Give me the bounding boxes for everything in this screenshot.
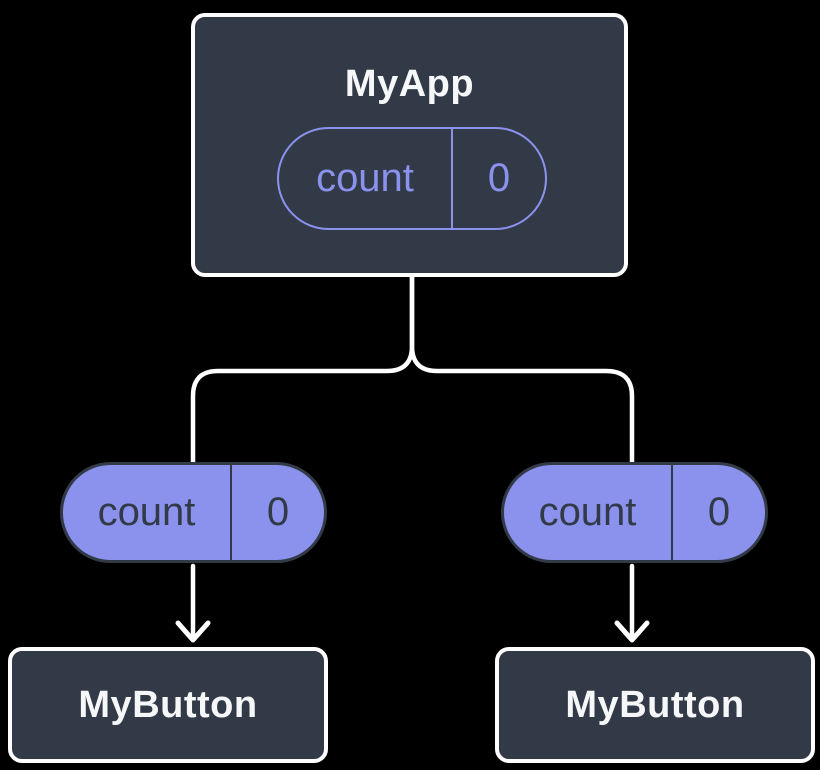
prop-name-label: count <box>538 490 637 534</box>
branch-left-line <box>190 274 415 468</box>
prop-value-label: 0 <box>266 490 290 534</box>
prop-value-label: 0 <box>707 490 731 534</box>
arrowhead-left-icon <box>175 620 211 643</box>
arrowhead-right-icon <box>614 620 650 643</box>
prop-pill-left: count 0 <box>60 462 327 563</box>
pill-divider <box>451 129 453 228</box>
branch-right-line <box>409 274 635 468</box>
state-name-label: count <box>316 156 414 200</box>
child-component-node-left: MyButton <box>8 647 328 763</box>
child-component-node-right: MyButton <box>495 647 815 763</box>
child-component-label: MyButton <box>565 683 745 726</box>
root-component-label: MyApp <box>344 63 475 105</box>
child-component-label: MyButton <box>78 683 258 726</box>
prop-pill-right: count 0 <box>501 462 768 563</box>
pill-divider <box>671 465 673 560</box>
prop-name-label: count <box>97 490 196 534</box>
state-value-label: 0 <box>487 156 511 200</box>
pill-divider <box>230 465 232 560</box>
root-component-node: MyApp <box>191 13 628 277</box>
root-state-pill: count 0 <box>277 127 547 230</box>
